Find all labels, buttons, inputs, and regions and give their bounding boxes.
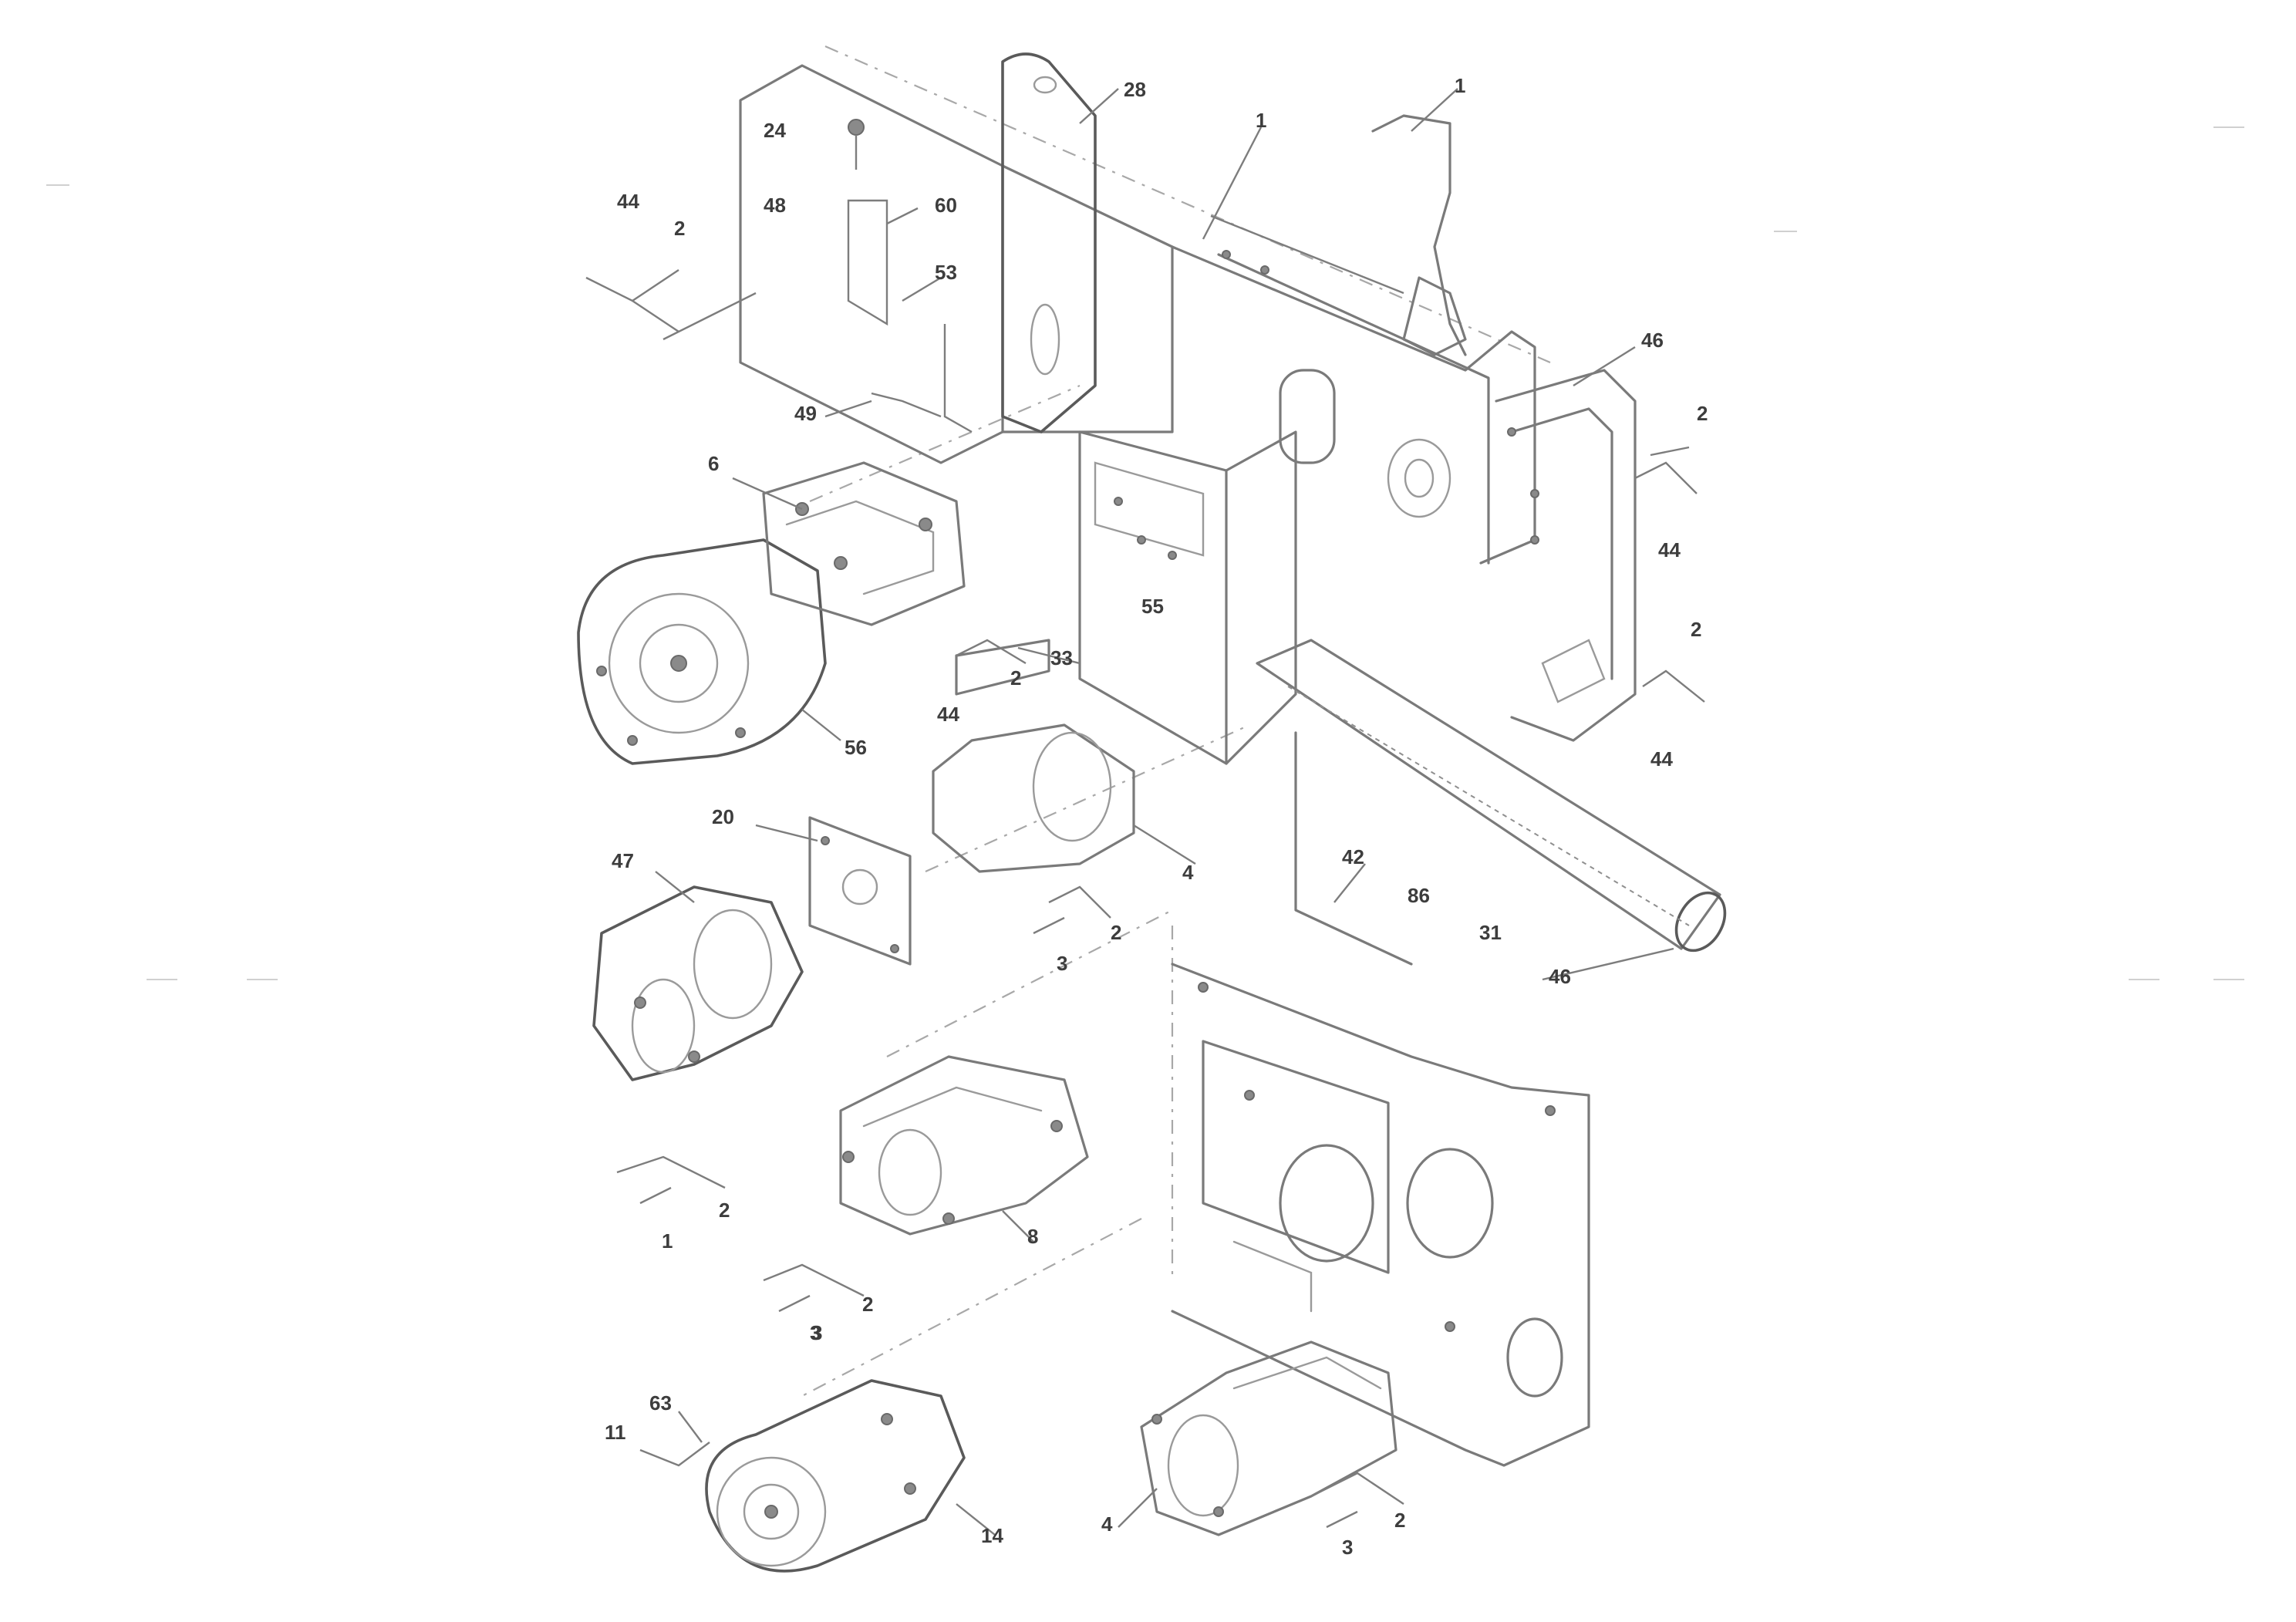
page-ticks [46, 126, 2244, 980]
callout-leaders [655, 88, 1674, 1536]
callout-2: 2 [1111, 921, 1121, 944]
callout-49: 49 [794, 402, 817, 425]
callout-56: 56 [845, 736, 867, 759]
callout-42: 42 [1342, 845, 1364, 868]
callout-2: 2 [1010, 666, 1021, 690]
shaft-tube [1256, 639, 1727, 966]
callout-44: 44 [1658, 538, 1681, 561]
callout-63: 63 [649, 1391, 672, 1415]
gear-pump-housing [577, 461, 966, 765]
callout-53: 53 [935, 261, 957, 284]
lower-right-frame [1171, 963, 1590, 1467]
callout-55: 55 [1141, 595, 1164, 618]
callout-14: 14 [981, 1524, 1003, 1547]
callout-3: 3 [1342, 1536, 1353, 1559]
callout-1: 1 [662, 1229, 673, 1253]
callout-1: 1 [1256, 109, 1266, 132]
callout-2: 2 [1394, 1509, 1405, 1532]
callout-46: 46 [1549, 965, 1571, 988]
lower-left-motor [705, 1379, 966, 1573]
fastener-stacks [585, 119, 1705, 1529]
callout-46: 46 [1641, 329, 1664, 352]
callout-11: 11 [605, 1421, 626, 1444]
callout-31: 31 [1479, 921, 1502, 944]
callout-2: 2 [862, 1293, 873, 1316]
mid-motor [808, 639, 1135, 966]
callout-8: 8 [1027, 1225, 1038, 1248]
callout-44: 44 [617, 190, 639, 213]
callout-2: 2 [674, 217, 685, 240]
callout-3: 3 [1057, 952, 1067, 975]
callout-6: 6 [708, 452, 719, 475]
callout-1: 1 [1455, 74, 1465, 97]
callout-4: 4 [1182, 861, 1194, 884]
callout-4: 4 [1101, 1512, 1113, 1536]
callout-labels: 28 24 1 1 44 2 48 60 53 49 46 2 44 6 55 … [605, 74, 1708, 1559]
callout-24: 24 [764, 119, 786, 142]
callout-3: 3 [811, 1321, 822, 1344]
callout-44: 44 [1650, 747, 1673, 771]
central-frame [1078, 430, 1297, 765]
lower-middle-pump [839, 1055, 1089, 1236]
callout-3: 3 [810, 1321, 821, 1344]
callout-2: 2 [719, 1199, 730, 1222]
callout-2: 2 [1691, 618, 1701, 641]
callout-33: 33 [1050, 646, 1073, 669]
callout-48: 48 [764, 194, 786, 217]
callout-44: 44 [937, 703, 959, 726]
callout-28: 28 [1124, 78, 1146, 101]
upper-bracket-assembly [739, 52, 1637, 742]
callout-47: 47 [612, 849, 634, 872]
callout-20: 20 [712, 805, 734, 828]
callout-86: 86 [1408, 884, 1430, 907]
callout-60: 60 [935, 194, 957, 217]
callout-2: 2 [1697, 402, 1708, 425]
left-hydraulic-motor [592, 885, 804, 1081]
lower-center-motor [1140, 1340, 1397, 1536]
